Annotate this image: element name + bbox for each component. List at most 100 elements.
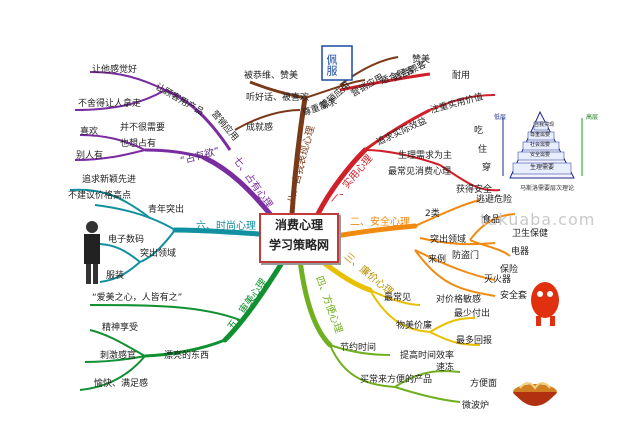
branch-4-main — [297, 257, 333, 348]
branch-7-main — [202, 155, 273, 217]
branch-6-sub2 — [69, 188, 151, 219]
s1-item-2: 耐用 — [452, 71, 471, 81]
s5-item-1: 精神享受 — [102, 323, 139, 333]
pyramid-right-label: 高层 — [586, 114, 599, 121]
branch-5-sub5 — [89, 304, 241, 321]
branch-2-sub4 — [414, 249, 496, 297]
pyramid-level-4: 生理需要 — [530, 164, 555, 171]
s4-item-2: 买常来方便的产品 — [360, 375, 433, 385]
s5-item-2: 漂亮的东西 — [164, 351, 210, 361]
s7-item-3: 让他感觉好 — [92, 65, 138, 75]
branch-5-sub3 — [84, 355, 146, 363]
s7-item-4: 不舍得让人拿走 — [78, 99, 142, 109]
branch-2-sub — [414, 199, 481, 227]
center-line-2: 学习策略网 — [268, 238, 329, 252]
s2-item-4: 电器 — [511, 247, 530, 257]
branch-8-sub — [249, 80, 306, 100]
branch-8-main — [289, 95, 308, 217]
badge-text: 佩服 — [325, 54, 338, 76]
s3-item-0: 最常见 — [384, 293, 412, 303]
s4-item-1: 提高时间效率 — [400, 351, 455, 361]
s2-item-7: 防盗门 — [452, 251, 480, 261]
s1-item-7: 吃 — [474, 126, 484, 136]
maslow-pyramid — [502, 110, 583, 179]
branch-6-sub — [94, 204, 176, 231]
s2-item-10: 安全套 — [500, 291, 528, 301]
branch-2-sub6 — [469, 213, 516, 241]
pyramid-level-0: 自我实现 — [534, 122, 555, 128]
branch-7-sub6 — [74, 89, 166, 111]
branch-2-sub5 — [469, 239, 511, 257]
branch-5-sub — [144, 338, 226, 358]
branch-1-sub3 — [364, 149, 441, 166]
woman-figure — [84, 221, 100, 284]
branch-7-sub3 — [74, 149, 146, 161]
branch-6-sub4 — [99, 243, 141, 263]
branch-1-sub — [364, 108, 431, 152]
branch-4-sub2 — [329, 344, 396, 388]
pyramid-caption: 马斯洛需要层次理论 — [520, 185, 575, 192]
s6-title: 六、时尚心理 — [196, 221, 256, 232]
pyramid-level-3: 安全需要 — [530, 152, 551, 158]
branch-7-sub2 — [79, 134, 146, 151]
s4-item-4: 方便面 — [470, 379, 498, 389]
s2-item-0: 2类 — [425, 209, 440, 219]
branch-1-sub4 — [439, 164, 501, 192]
branch-2-sub2 — [419, 237, 496, 246]
branch-5-main — [222, 255, 288, 343]
s3-item-1: 对价格敏感 — [436, 295, 482, 305]
s1-item-6: 最常见消费心理 — [388, 167, 452, 177]
branch-7-sub4 — [164, 88, 232, 151]
s2-item-9: 灭火器 — [484, 275, 512, 285]
s7-item-7: 喜欢 — [80, 127, 99, 137]
badge-graphic — [321, 45, 353, 81]
watermark-text: tukuaba.com — [480, 210, 596, 229]
s8-item-5: 赞美 — [412, 55, 431, 65]
s6-item-2: 不建议价格高点 — [68, 191, 132, 201]
s2-title: 二、安全心理 — [350, 217, 410, 228]
s5-item-0: “爱美之心，人皆有之” — [92, 293, 183, 303]
s2-item-2: 突出领域 — [430, 235, 467, 245]
s3-item-3: 最少付出 — [454, 309, 491, 319]
s8-item-1: 被恭维、赞美 — [244, 71, 299, 81]
branch-3-sub3 — [429, 317, 476, 333]
branch-5-sub4 — [79, 355, 146, 391]
s6-item-0: 青年突出 — [148, 205, 185, 215]
branch-1-sub2 — [429, 94, 496, 111]
s4-item-3: 速冻 — [436, 363, 455, 373]
branch-5-sub2 — [89, 329, 146, 357]
branch-2-sub3 — [414, 249, 496, 281]
s2-item-5: 食品 — [482, 215, 501, 225]
branch-3-main — [317, 257, 373, 293]
s3-item-2: 物美价廉 — [396, 321, 433, 331]
branch-7-sub5 — [89, 71, 166, 91]
s6-item-4: 突出领域 — [140, 249, 177, 259]
s6-item-3: 电子数码 — [108, 235, 145, 245]
branch-6-main — [172, 227, 263, 237]
s7-item-5: 并不很需要 — [120, 123, 166, 133]
s6-item-5: 服装 — [106, 271, 125, 281]
branch-3-sub — [369, 289, 421, 306]
s2-item-8: 保险 — [500, 265, 519, 275]
branch-2-main — [333, 223, 418, 239]
pyramid-level-1: 尊重需要 — [530, 132, 551, 138]
branch-7-sub — [144, 148, 206, 160]
s5-item-4: 愉快、满足感 — [94, 379, 149, 389]
s1-item-8: 住 — [478, 145, 488, 155]
s1-item-9: 穿 — [482, 163, 492, 173]
s2-item-6: 来例 — [428, 255, 447, 265]
s7-item-8: 别人有 — [76, 151, 104, 161]
branch-1-main — [315, 147, 368, 217]
s7-item-6: 也想占有 — [120, 139, 157, 149]
s8-item-2: 听好话、被喜欢 — [246, 93, 310, 103]
s2-item-3: 卫生保健 — [512, 229, 549, 239]
s2-item-1: 逃避危险 — [476, 195, 513, 205]
branch-8-sub4 — [339, 56, 399, 86]
branch-4-sub4 — [394, 386, 461, 403]
pyramid-left-label: 低层 — [494, 114, 507, 121]
s1-item-10: 获得安全 — [456, 185, 493, 195]
s8-item-3: 成就感 — [246, 123, 274, 133]
central-topic: 消费心理 学习策略网 — [259, 213, 339, 263]
noodle-bowl — [513, 382, 557, 406]
